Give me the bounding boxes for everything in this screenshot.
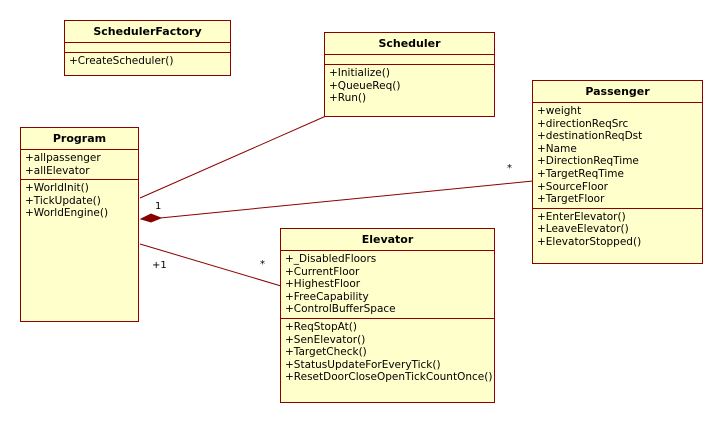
attribute: +CurrentFloor	[285, 265, 360, 278]
class-scheduler[interactable]: Scheduler +Initialize() +QueueReq() +Run…	[324, 32, 495, 117]
attribute: +TargetFloor	[537, 193, 605, 206]
program-passenger-composition	[159, 180, 534, 219]
attribute: +SourceFloor	[537, 180, 608, 193]
operation: +StatusUpdateForEveryTick()	[285, 358, 441, 371]
attributes-section	[325, 55, 494, 65]
operation: +WorldInit()	[25, 182, 89, 195]
attribute: +destinationReqDst	[537, 130, 643, 143]
operation: +QueueReq()	[329, 79, 401, 92]
program-scheduler-association	[139, 115, 327, 199]
attribute: +_DisabledFloors	[285, 253, 377, 265]
class-name: Scheduler	[325, 33, 494, 55]
class-name: SchedulerFactory	[65, 21, 230, 43]
attribute: +ControlBufferSpace	[285, 303, 396, 316]
operation: +Initialize()	[329, 67, 390, 79]
class-program[interactable]: Program +allpassenger +allElevator +Worl…	[20, 127, 139, 322]
attributes-section: +_DisabledFloors +CurrentFloor +HighestF…	[281, 251, 494, 319]
multiplicity-program-passenger-far: *	[507, 163, 512, 174]
operations-section: +EnterElevator() +LeaveElevator() +Eleva…	[533, 209, 702, 251]
class-name: Passenger	[533, 81, 702, 103]
attributes-section: +allpassenger +allElevator	[21, 150, 138, 181]
operation: +LeaveElevator()	[537, 223, 629, 236]
program-elevator-association	[139, 243, 282, 287]
operation: +EnterElevator()	[537, 210, 626, 223]
operation: +WorldEngine()	[25, 207, 109, 220]
attribute: +HighestFloor	[285, 278, 361, 291]
operation: +SenElevator()	[285, 333, 366, 346]
attribute: +TargetReqTime	[537, 167, 624, 180]
attributes-section: +weight +directionReqSrc +destinationReq…	[533, 103, 702, 209]
operation: +TickUpdate()	[25, 194, 101, 207]
composition-diamond	[139, 213, 163, 223]
multiplicity-program-elevator-far: *	[260, 259, 265, 270]
operation: +ResetDoorCloseOpenTickCountOnce()	[285, 371, 493, 384]
attribute: +FreeCapability	[285, 290, 369, 303]
class-scheduler-factory[interactable]: SchedulerFactory +CreateScheduler()	[64, 20, 231, 76]
attribute: +directionReqSrc	[537, 117, 629, 130]
operation: +ElevatorStopped()	[537, 235, 642, 248]
operation: +TargetCheck()	[285, 346, 367, 359]
operations-section: +CreateScheduler()	[65, 53, 230, 70]
multiplicity-program-passenger-near: 1	[155, 201, 162, 212]
class-passenger[interactable]: Passenger +weight +directionReqSrc +dest…	[532, 80, 703, 264]
multiplicity-program-elevator-near: +1	[152, 260, 167, 271]
attribute: +weight	[537, 105, 582, 117]
class-name: Elevator	[281, 229, 494, 251]
attribute: +allElevator	[25, 164, 90, 177]
operation: +CreateScheduler()	[69, 55, 174, 67]
operation: +ReqStopAt()	[285, 320, 357, 333]
attributes-section	[65, 43, 230, 53]
operation: +Run()	[329, 92, 367, 105]
attribute: +Name	[537, 142, 577, 155]
class-elevator[interactable]: Elevator +_DisabledFloors +CurrentFloor …	[280, 228, 495, 403]
operations-section: +WorldInit() +TickUpdate() +WorldEngine(…	[21, 180, 138, 222]
class-name: Program	[21, 128, 138, 150]
attribute: +DirectionReqTime	[537, 155, 639, 168]
operations-section: +ReqStopAt() +SenElevator() +TargetCheck…	[281, 319, 494, 386]
operations-section: +Initialize() +QueueReq() +Run()	[325, 65, 494, 107]
attribute: +allpassenger	[25, 152, 101, 164]
